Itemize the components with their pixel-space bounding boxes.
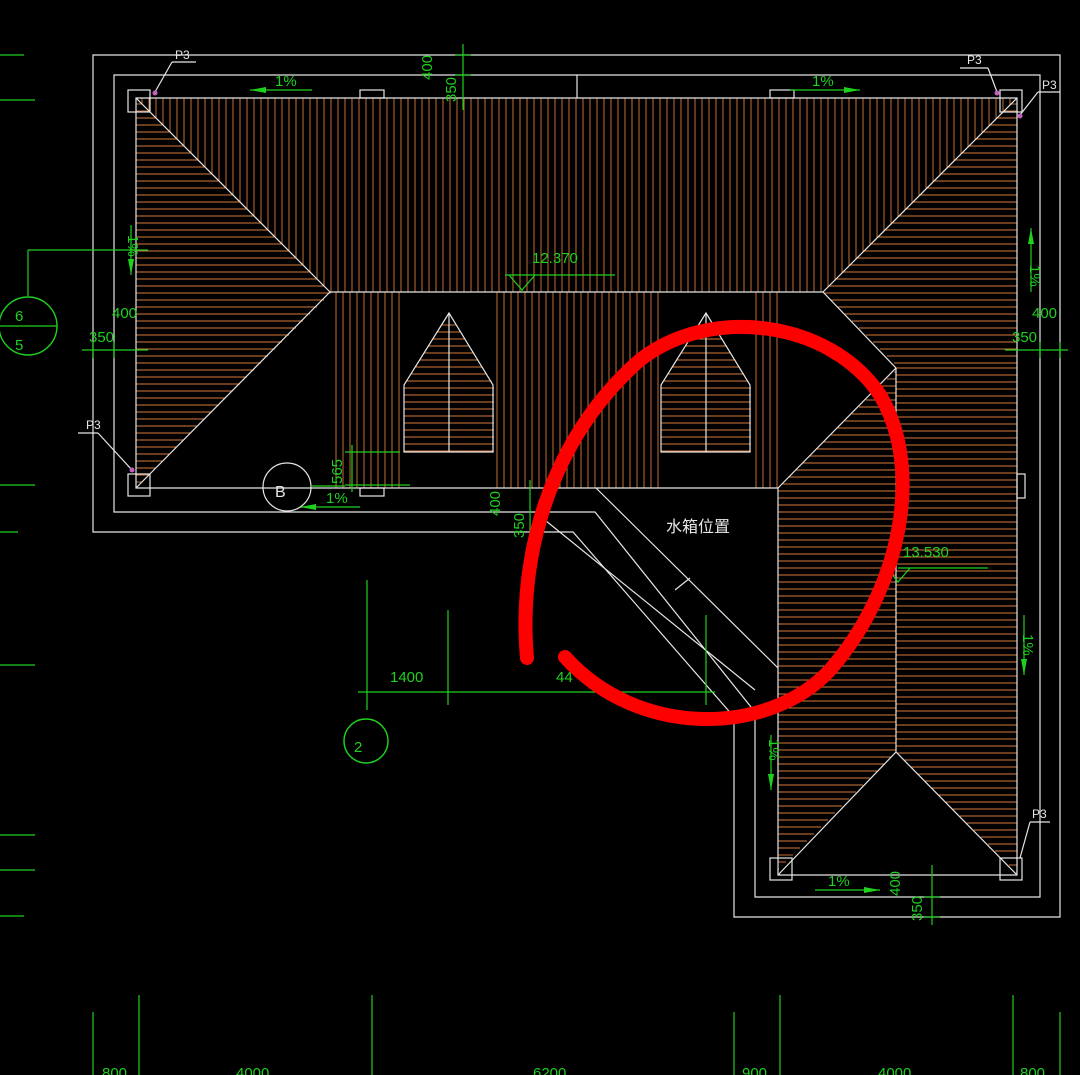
p3-label-3: P3 bbox=[1042, 78, 1057, 92]
elevation-wing: 13.530 bbox=[884, 544, 988, 583]
bottom-dim-6: 800 bbox=[1020, 1065, 1045, 1075]
dim-400-top: 400 bbox=[419, 55, 436, 80]
dimensions: 400 350 400 350 400 350 565 400 350 1400… bbox=[0, 44, 1068, 925]
slope-label-top-left: 1% bbox=[275, 73, 297, 90]
dim-350-right: 350 bbox=[1012, 329, 1037, 346]
slope-label-left: 1% bbox=[124, 235, 141, 257]
dim-350-left: 350 bbox=[89, 329, 114, 346]
bottom-dim-5: 4000 bbox=[878, 1065, 911, 1075]
p3-label-2: P3 bbox=[967, 53, 982, 67]
bottom-dim-2: 4000 bbox=[236, 1065, 269, 1075]
bottom-dim-1: 800 bbox=[102, 1065, 127, 1075]
bottom-dimension-chain: 800 4000 6200 900 4000 800 bbox=[92, 995, 1061, 1075]
downpipe-boxes bbox=[127, 89, 1026, 881]
dim-400-left: 400 bbox=[112, 305, 137, 322]
axis-2: 2 bbox=[354, 739, 362, 756]
elevation-main-text: 12.370 bbox=[532, 250, 578, 267]
dim-350-top: 350 bbox=[443, 77, 460, 102]
axis-b: B bbox=[275, 484, 286, 501]
red-markup-circle bbox=[518, 320, 910, 727]
slope-label-bottom-right: 1% bbox=[828, 873, 850, 890]
dim-44: 44 bbox=[556, 669, 573, 686]
dim-1400: 1400 bbox=[390, 669, 423, 686]
elevation-main: 12.370 bbox=[505, 250, 615, 292]
elevation-wing-text: 13.530 bbox=[903, 544, 949, 561]
dim-400-bottom: 400 bbox=[887, 871, 904, 896]
p3-label-4: P3 bbox=[86, 418, 101, 432]
slope-label-right: 1% bbox=[1026, 265, 1043, 287]
bottom-dim-4: 900 bbox=[742, 1065, 767, 1075]
dim-350-lower: 350 bbox=[511, 513, 528, 538]
p3-label-5: P3 bbox=[1032, 807, 1047, 821]
slope-label-wing-right: 1% bbox=[1019, 634, 1036, 656]
axis-bubble-b: B bbox=[262, 462, 345, 512]
building-outline bbox=[92, 54, 1061, 918]
slope-label-wing-left: 1% bbox=[765, 739, 782, 761]
p3-label-1: P3 bbox=[175, 48, 190, 62]
dormer-left bbox=[403, 311, 494, 453]
slope-label-bottom-left: 1% bbox=[326, 490, 348, 507]
slope-arrows: 1% 1% 1% 1% 1% 1% 1% 1% bbox=[124, 73, 1043, 893]
slope-label-top-right: 1% bbox=[812, 73, 834, 90]
axis-bubble-65: 6 5 bbox=[0, 249, 148, 356]
p3-labels: P3 P3 P3 P3 P3 bbox=[78, 48, 1060, 859]
axis-6: 6 bbox=[15, 308, 23, 325]
water-tank-label: 水箱位置 bbox=[666, 518, 730, 536]
dim-400-right: 400 bbox=[1032, 305, 1057, 322]
axis-5: 5 bbox=[15, 337, 23, 354]
dim-565: 565 bbox=[329, 459, 346, 484]
axis-bubble-2: 2 bbox=[343, 718, 389, 764]
bottom-dim-3: 6200 bbox=[533, 1065, 566, 1075]
roof-hatching bbox=[136, 98, 1017, 873]
dim-400-lower: 400 bbox=[487, 491, 504, 516]
dim-350-bottom: 350 bbox=[909, 896, 926, 921]
